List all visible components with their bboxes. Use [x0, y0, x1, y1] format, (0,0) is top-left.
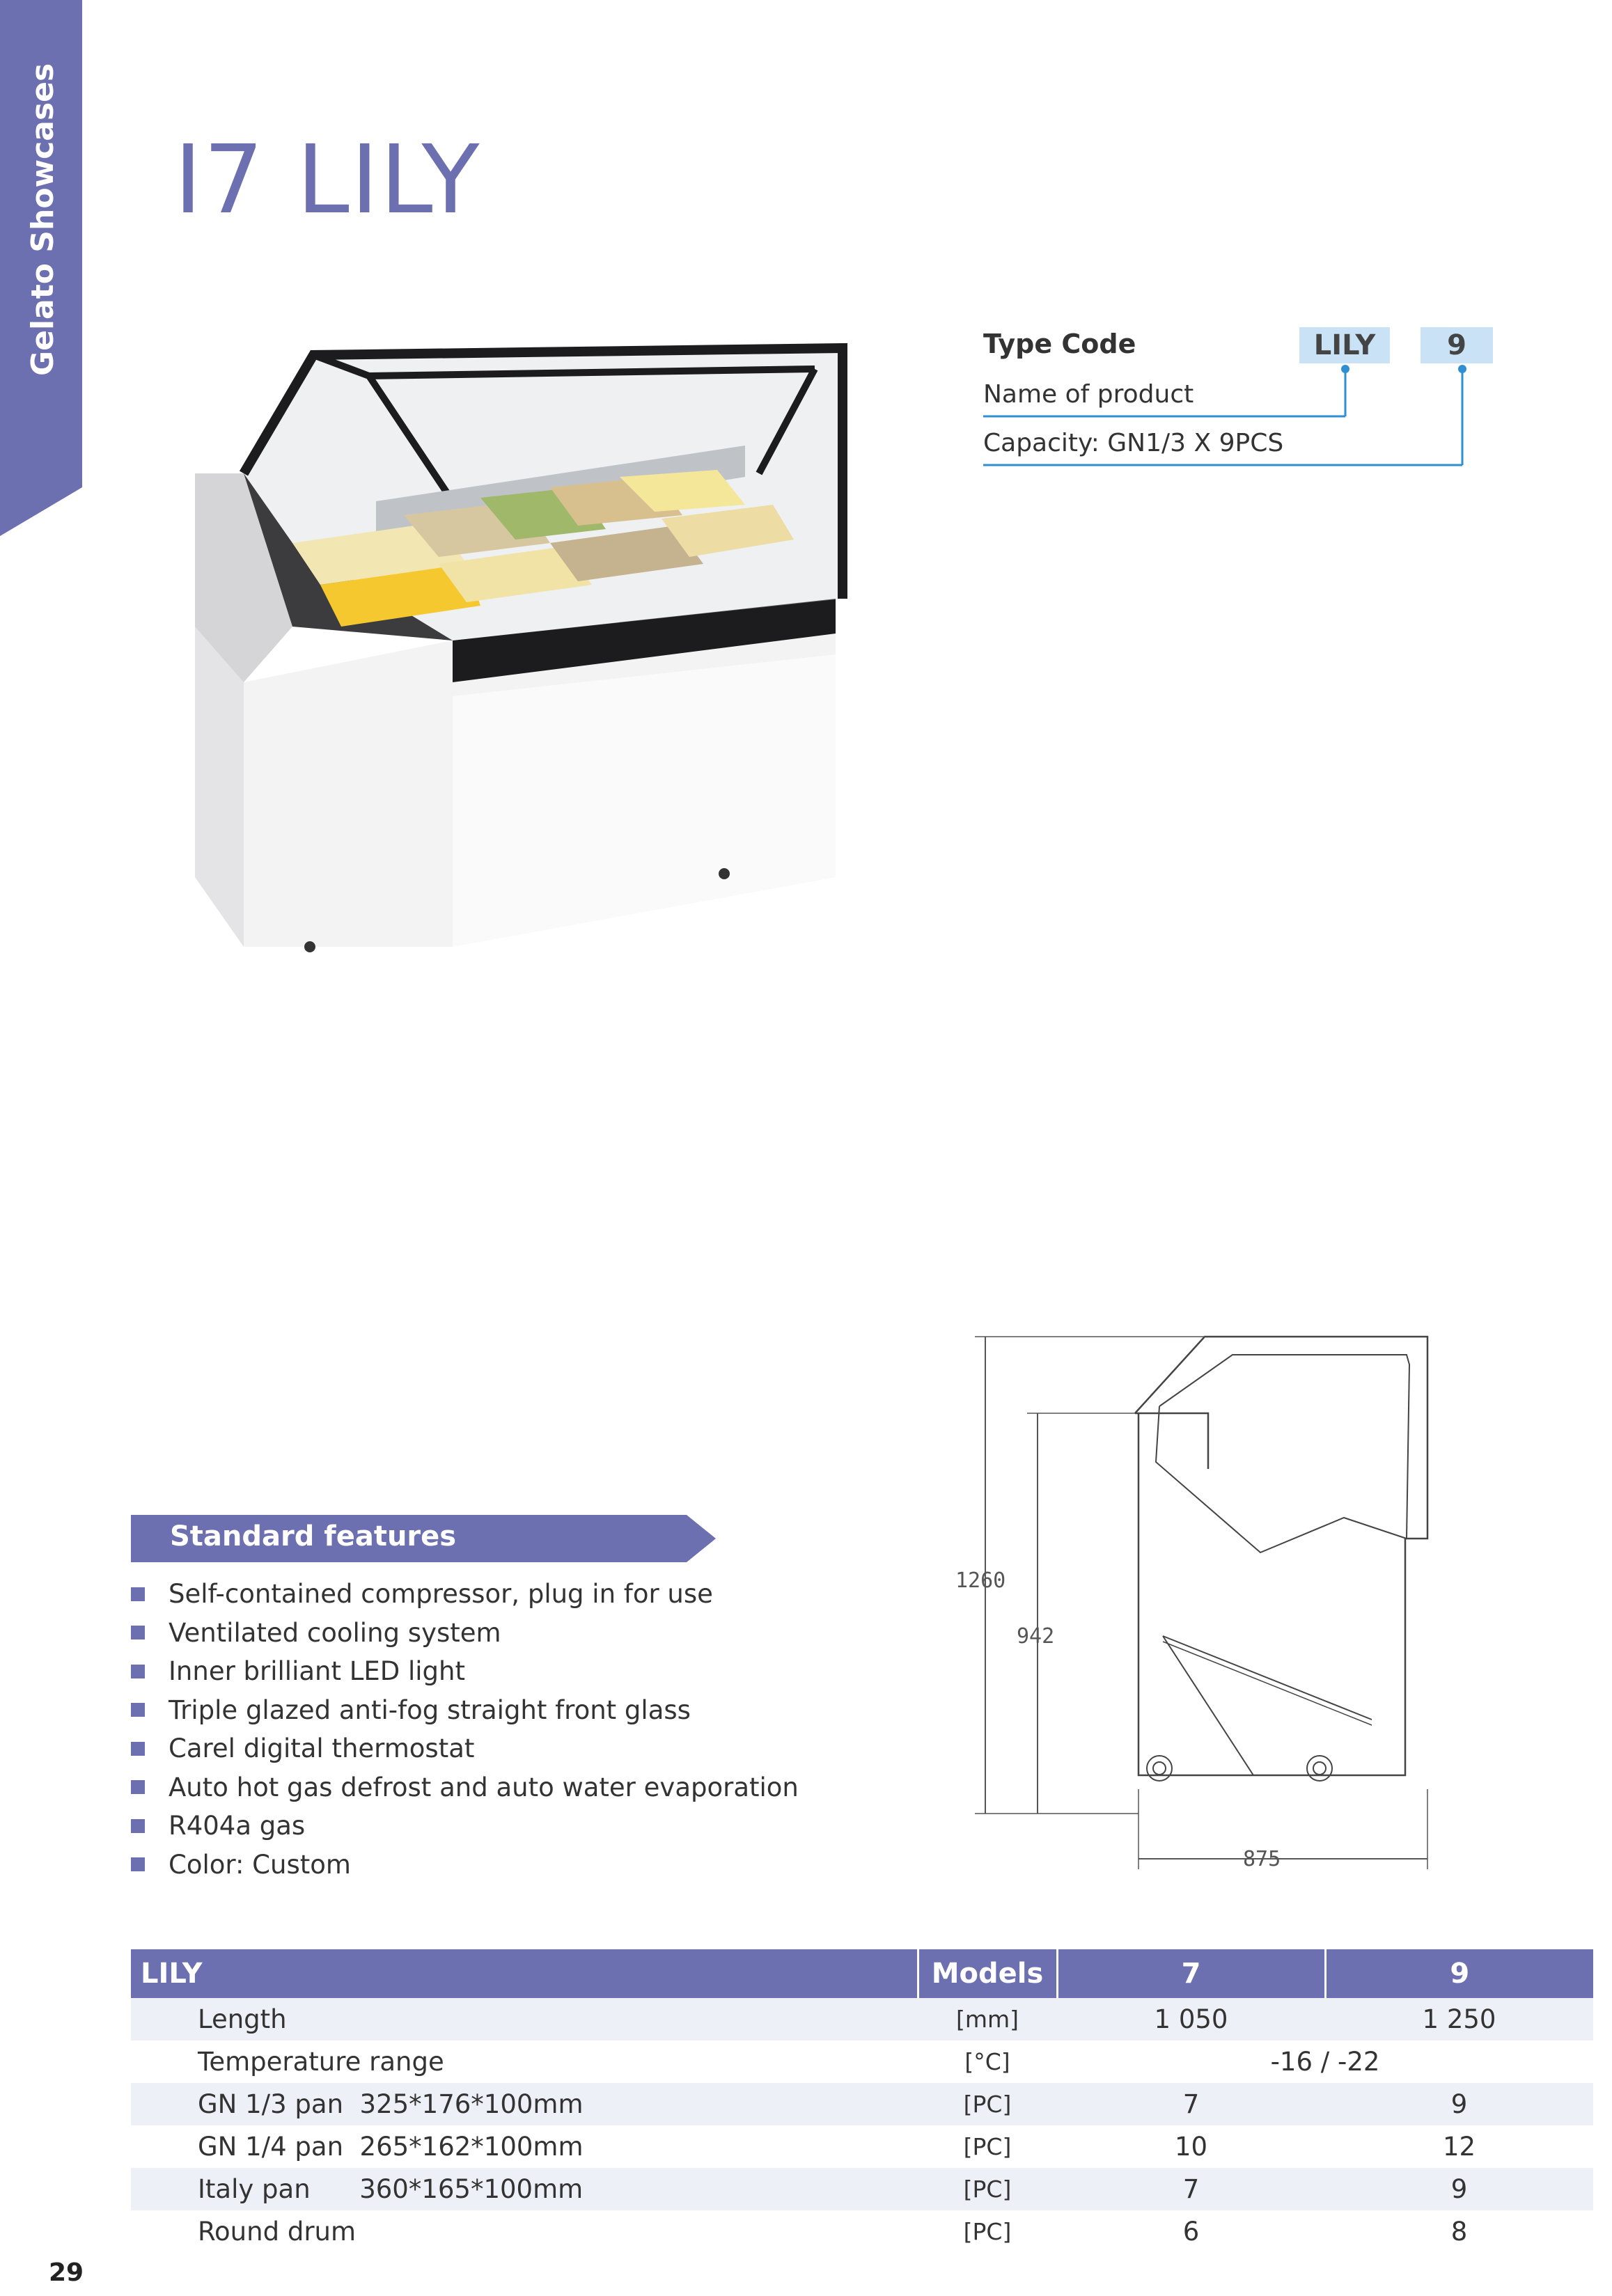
features-list: Self-contained compressor, plug in for u… [131, 1575, 799, 1884]
product-image [195, 343, 847, 952]
table-row: GN 1/4 pan 265*162*100mm [PC] 10 12 [198, 2132, 1476, 2162]
type-code-name-line: Name of product [983, 380, 1194, 409]
table-row: Round drum [PC] 6 8 [198, 2217, 1468, 2247]
technical-drawing: 1260 942 875 [955, 1335, 1429, 1871]
dim-height-body-label: 942 [1017, 1624, 1054, 1649]
type-code-connector-lines [983, 365, 1466, 466]
features-header-text: Standard features [170, 1520, 457, 1552]
page-title: I7 LILY [174, 125, 481, 235]
feature-item: Self-contained compressor, plug in for u… [131, 1575, 799, 1614]
feature-item: R404a gas [131, 1807, 799, 1846]
type-code-capacity-box: 9 [1421, 327, 1493, 363]
bullet-icon [131, 1703, 145, 1717]
bullet-icon [131, 1780, 145, 1795]
feature-item: Color: Custom [131, 1846, 799, 1885]
spec-table-header: LILY Models 7 9 [131, 1949, 1593, 1998]
side-tab [0, 0, 82, 536]
spec-header-model-2: 9 [1325, 1949, 1593, 1998]
bullet-icon [131, 1664, 145, 1678]
spec-header-models: Models [918, 1949, 1058, 1998]
bullet-icon [131, 1587, 145, 1601]
feature-item: Ventilated cooling system [131, 1614, 799, 1653]
side-tab-label: Gelato Showcases [25, 63, 61, 376]
table-row: Italy pan 360*165*100mm [PC] 7 9 [131, 2168, 1593, 2210]
spec-table: LILY Models 7 9 Length [mm] 1 050 1 250 … [131, 1949, 1593, 2253]
type-code-name-box: LILY [1299, 327, 1390, 363]
table-row: GN 1/3 pan 325*176*100mm [PC] 7 9 [131, 2083, 1593, 2125]
spec-header-model-1: 7 [1057, 1949, 1327, 1998]
bullet-icon [131, 1818, 145, 1833]
table-row: Length [mm] 1 050 1 250 [131, 1998, 1593, 2041]
spec-header-name: LILY [131, 1949, 919, 1998]
feature-item: Triple glazed anti-fog straight front gl… [131, 1691, 799, 1730]
feature-item: Auto hot gas defrost and auto water evap… [131, 1768, 799, 1807]
dim-height-total-label: 1260 [955, 1568, 1005, 1593]
bullet-icon [131, 1626, 145, 1640]
features-header: Standard features [131, 1515, 716, 1562]
page-number: 29 [49, 2258, 84, 2287]
feature-item: Inner brilliant LED light [131, 1652, 799, 1691]
type-code-label: Type Code [983, 329, 1136, 359]
table-row: Temperature range [°C] -16 / -22 [198, 2047, 1380, 2077]
dim-depth-label: 875 [1243, 1847, 1281, 1871]
bullet-icon [131, 1857, 145, 1872]
bullet-icon [131, 1741, 145, 1756]
type-code-capacity-line: Capacity: GN1/3 X 9PCS [983, 429, 1284, 457]
feature-item: Carel digital thermostat [131, 1729, 799, 1768]
